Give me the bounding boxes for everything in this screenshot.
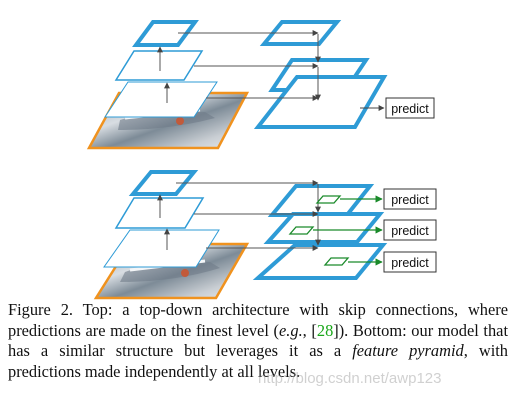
caption-text: , [ bbox=[302, 320, 317, 340]
bottom-up-level-1-bottom bbox=[103, 229, 220, 268]
caption-text: ]). Bottom: our model that has a similar… bbox=[8, 320, 508, 361]
predict-box bbox=[383, 251, 437, 273]
predict-label: predict bbox=[391, 193, 429, 207]
bottom-up-level-1-top bbox=[104, 81, 218, 118]
predict-box bbox=[383, 188, 437, 210]
predict-box bbox=[383, 219, 437, 241]
predict-label: predict bbox=[391, 102, 429, 116]
bottom-diagram: predict predict predict bbox=[93, 170, 437, 300]
figure-caption: Figure 2. Top: a top-down architecture w… bbox=[8, 300, 508, 382]
bottom-up-level-3-top bbox=[132, 20, 199, 47]
predict-box bbox=[385, 97, 435, 119]
figure-2-diagram: predict predic bbox=[86, 20, 437, 300]
prediction-window bbox=[323, 257, 350, 266]
pyramid-level-2 bbox=[263, 212, 385, 244]
citation-link[interactable]: 28 bbox=[316, 320, 334, 340]
prediction-window bbox=[315, 195, 342, 204]
caption-text: Figure 2. Top: a top-down architecture w… bbox=[8, 300, 508, 340]
predict-label: predict bbox=[391, 256, 429, 270]
pyramid-level-3 bbox=[252, 243, 388, 280]
caption-text: , with predictions made independently at… bbox=[8, 341, 508, 381]
caption-feature-pyramid: feature pyramid bbox=[352, 341, 464, 360]
caption-eg: e.g. bbox=[279, 320, 303, 340]
prediction-window bbox=[288, 226, 315, 235]
bottom-up-level-3-bottom bbox=[128, 170, 199, 196]
top-down-level-3-top bbox=[253, 75, 388, 129]
pyramid-level-1 bbox=[267, 184, 375, 217]
top-diagram: predict bbox=[86, 20, 435, 150]
bottom-up-level-2-top bbox=[114, 50, 204, 81]
predict-label: predict bbox=[391, 224, 429, 238]
